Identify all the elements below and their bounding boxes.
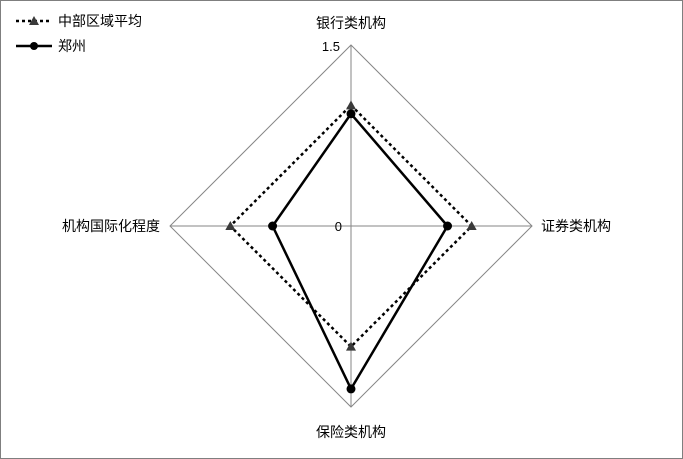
axis-label-securities: 证券类机构 <box>541 219 611 235</box>
tick-label-zero: 0 <box>335 219 342 234</box>
series-line-1 <box>271 111 450 392</box>
series-0-point-1 <box>466 221 477 230</box>
legend-label-central-avg: 中部区域平均 <box>58 14 142 30</box>
series-1-point-3 <box>268 221 278 231</box>
legend: 中部区域平均 郑州 <box>16 14 142 55</box>
series-0-point-0 <box>346 100 356 110</box>
axis-label-internationalization: 机构国际化程度 <box>62 219 160 235</box>
legend-marker-circle-icon <box>30 42 38 50</box>
series-1-point-1 <box>443 221 453 231</box>
series-layer <box>225 100 477 394</box>
series-0-point-2 <box>346 341 356 351</box>
axis-label-bank: 银行类机构 <box>316 16 386 32</box>
legend-label-zhengzhou: 郑州 <box>58 39 86 55</box>
axis-label-insurance: 保险类机构 <box>316 425 386 441</box>
series-1-point-2 <box>346 384 356 394</box>
series-1-point-0 <box>346 109 356 119</box>
tick-label-max: 1.5 <box>322 39 340 54</box>
legend-marker-triangle-icon <box>29 16 39 25</box>
series-0-point-3 <box>225 221 236 230</box>
